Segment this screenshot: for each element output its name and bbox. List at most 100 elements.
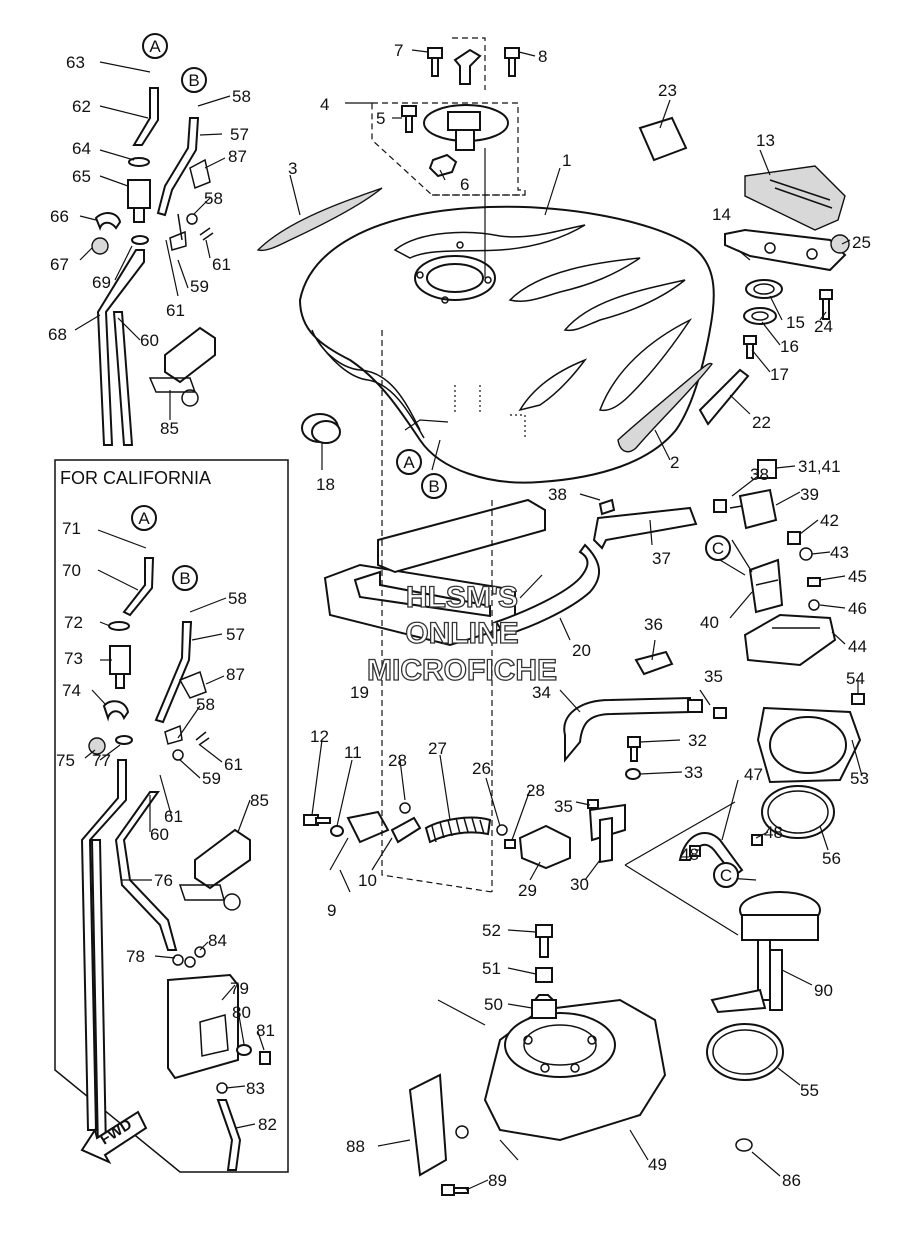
callout-2: 2 <box>670 453 679 472</box>
watermark-line-1: HLSM'S <box>406 581 518 614</box>
tank-pad-20 <box>494 543 600 637</box>
callout-76: 76 <box>154 871 173 890</box>
fuel-valve-parts <box>563 650 727 864</box>
callout-61a: 61 <box>212 255 231 274</box>
callout-1: 1 <box>562 151 571 170</box>
callout-85b: 85 <box>250 791 269 810</box>
callout-59b: 59 <box>202 769 221 788</box>
tank-emblem-left <box>256 187 383 252</box>
callout-60a: 60 <box>140 331 159 350</box>
callout-35b: 35 <box>554 797 573 816</box>
circle-letter-c-pump: C <box>712 539 724 558</box>
callout-10: 10 <box>358 871 377 890</box>
callout-58a: 58 <box>232 87 251 106</box>
plate-23 <box>638 116 688 162</box>
callout-3: 3 <box>288 159 297 178</box>
callout-9: 9 <box>327 901 336 920</box>
callout-29: 29 <box>518 881 537 900</box>
circle-letter-b-top: B <box>188 71 199 90</box>
callout-72: 72 <box>64 613 83 632</box>
callout-12: 12 <box>310 727 329 746</box>
pump-assembly <box>624 693 865 1081</box>
callout-38b: 38 <box>548 485 567 504</box>
callout-34: 34 <box>532 683 551 702</box>
callout-47: 47 <box>744 765 763 784</box>
callout-86: 86 <box>782 1171 801 1190</box>
callout-75: 75 <box>56 751 75 770</box>
callout-51: 51 <box>482 959 501 978</box>
callout-69: 69 <box>92 273 111 292</box>
callout-63: 63 <box>66 53 85 72</box>
collar-15 <box>745 279 783 299</box>
damper-18 <box>301 413 341 444</box>
watermark-line-2: ONLINE <box>405 617 518 650</box>
tank-pad-19 <box>323 498 546 647</box>
callout-57b: 57 <box>226 625 245 644</box>
callout-58c: 58 <box>228 589 247 608</box>
leader-lines <box>74 49 863 1191</box>
callout-79: 79 <box>230 979 249 998</box>
callout-44: 44 <box>848 637 867 656</box>
callout-28a: 28 <box>388 751 407 770</box>
callout-78: 78 <box>126 947 145 966</box>
callout-35a: 35 <box>704 667 723 686</box>
callout-24: 24 <box>814 317 833 336</box>
callout-15: 15 <box>786 313 805 332</box>
callout-57a: 57 <box>230 125 249 144</box>
damper-16 <box>743 307 777 325</box>
fuel-pump-parts <box>592 459 837 667</box>
bolt-24 <box>819 289 833 320</box>
callout-67: 67 <box>50 255 69 274</box>
upper-left-hose-system <box>91 87 214 446</box>
callout-73: 73 <box>64 649 83 668</box>
callout-25: 25 <box>852 233 871 252</box>
callout-66: 66 <box>50 207 69 226</box>
callout-13: 13 <box>756 131 775 150</box>
clip-86 <box>735 1138 753 1152</box>
callout-64: 64 <box>72 139 91 158</box>
callout-61b: 61 <box>166 301 185 320</box>
callout-26: 26 <box>472 759 491 778</box>
callout-labels: 1 2 3 4 5 6 7 8 9 10 11 12 13 14 15 16 1… <box>48 41 871 1190</box>
callout-50: 50 <box>484 995 503 1014</box>
callout-90: 90 <box>814 981 833 1000</box>
callout-70: 70 <box>62 561 81 580</box>
california-box-title: FOR CALIFORNIA <box>60 468 211 488</box>
callout-48a: 48 <box>764 823 783 842</box>
callout-18: 18 <box>316 475 335 494</box>
callout-37: 37 <box>652 549 671 568</box>
circle-letter-a-tank: A <box>403 453 415 472</box>
tank-base-plate <box>408 924 667 1196</box>
watermark-line-3: MICROFICHE <box>367 654 557 687</box>
strip-22 <box>698 368 750 426</box>
circle-letter-b-tank: B <box>428 477 439 496</box>
callout-27: 27 <box>428 739 447 758</box>
callout-82: 82 <box>258 1115 277 1134</box>
callout-42: 42 <box>820 511 839 530</box>
callout-71: 71 <box>62 519 81 538</box>
callout-61d: 61 <box>164 807 183 826</box>
callout-36: 36 <box>644 615 663 634</box>
callout-61c: 61 <box>224 755 243 774</box>
circle-letter-a-ca: A <box>138 509 150 528</box>
fuel-cap-assembly <box>371 37 526 278</box>
callout-8: 8 <box>538 47 547 66</box>
callout-5: 5 <box>376 109 385 128</box>
bracket-14 <box>724 228 847 272</box>
rear-cover-13 <box>744 165 846 231</box>
callout-30: 30 <box>570 875 589 894</box>
callout-28b: 28 <box>526 781 545 800</box>
callout-62: 62 <box>72 97 91 116</box>
callout-84: 84 <box>208 931 227 950</box>
callout-55: 55 <box>800 1081 819 1100</box>
callout-6: 6 <box>460 175 469 194</box>
bolt-17 <box>743 335 757 359</box>
callout-39: 39 <box>800 485 819 504</box>
callout-54: 54 <box>846 669 865 688</box>
callout-45: 45 <box>848 567 867 586</box>
callout-56: 56 <box>822 849 841 868</box>
callout-53: 53 <box>850 769 869 788</box>
callout-33: 33 <box>684 763 703 782</box>
callout-87a: 87 <box>228 147 247 166</box>
callout-38a: 38 <box>750 465 769 484</box>
